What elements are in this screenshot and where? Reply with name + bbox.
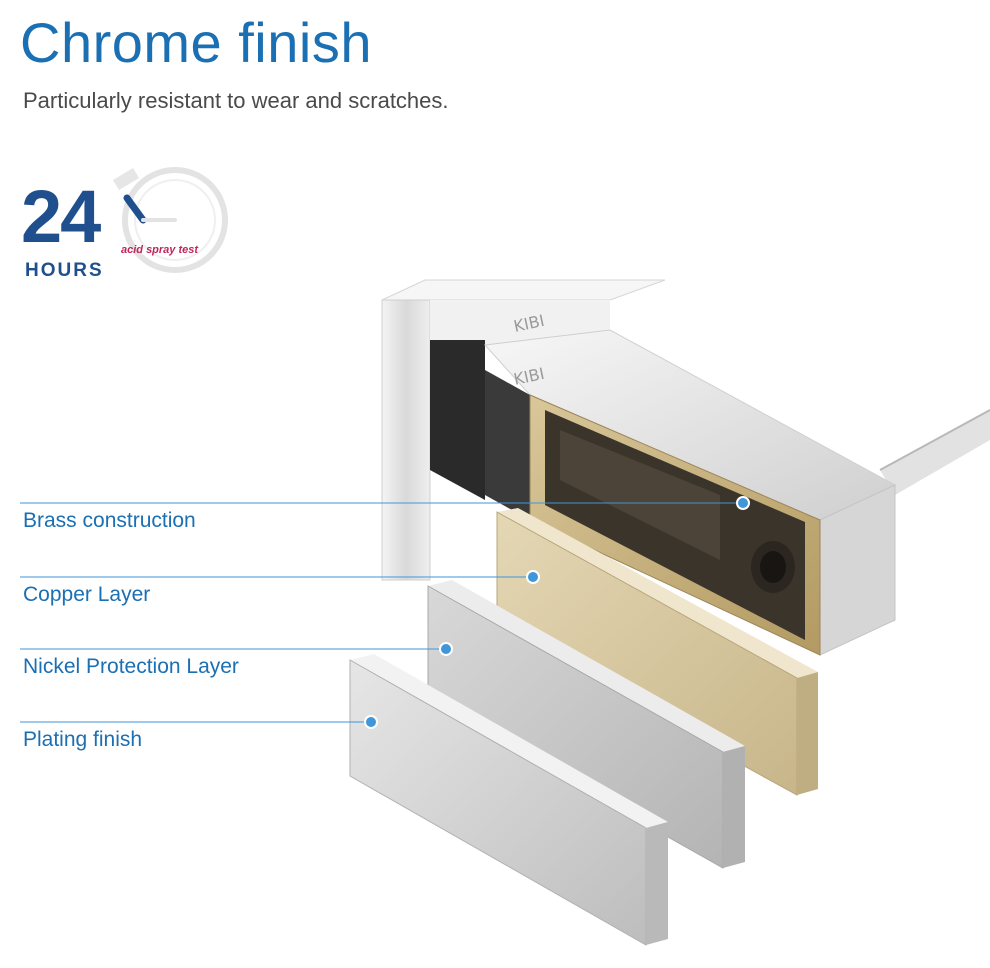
page-title: Chrome finish — [20, 11, 372, 74]
badge-note: acid spray test — [121, 244, 199, 256]
callout-brass — [20, 496, 750, 510]
wall-mount-base — [381, 279, 666, 581]
label-copper-layer: Copper Layer — [23, 583, 151, 606]
brass-cutaway — [529, 394, 821, 656]
label-nickel-protection-layer: Nickel Protection Layer — [23, 655, 239, 678]
mount-arm — [483, 329, 897, 656]
towel-bar-rod — [879, 409, 990, 495]
acid-test-badge: 24 HOURS acid spray test — [15, 160, 235, 290]
badge-unit: HOURS — [25, 260, 104, 281]
nickel-layer-plate — [427, 580, 745, 869]
page-subtitle: Particularly resistant to wear and scrat… — [23, 88, 449, 113]
copper-layer-plate — [496, 508, 818, 796]
badge-number: 24 — [21, 175, 101, 258]
plating-finish-plate — [349, 654, 668, 946]
callout-nickel — [20, 642, 453, 656]
stopwatch-icon — [113, 167, 228, 273]
callout-copper — [20, 570, 540, 584]
label-brass-construction: Brass construction — [23, 509, 196, 532]
callout-plating — [20, 715, 378, 729]
label-plating-finish: Plating finish — [23, 728, 143, 751]
